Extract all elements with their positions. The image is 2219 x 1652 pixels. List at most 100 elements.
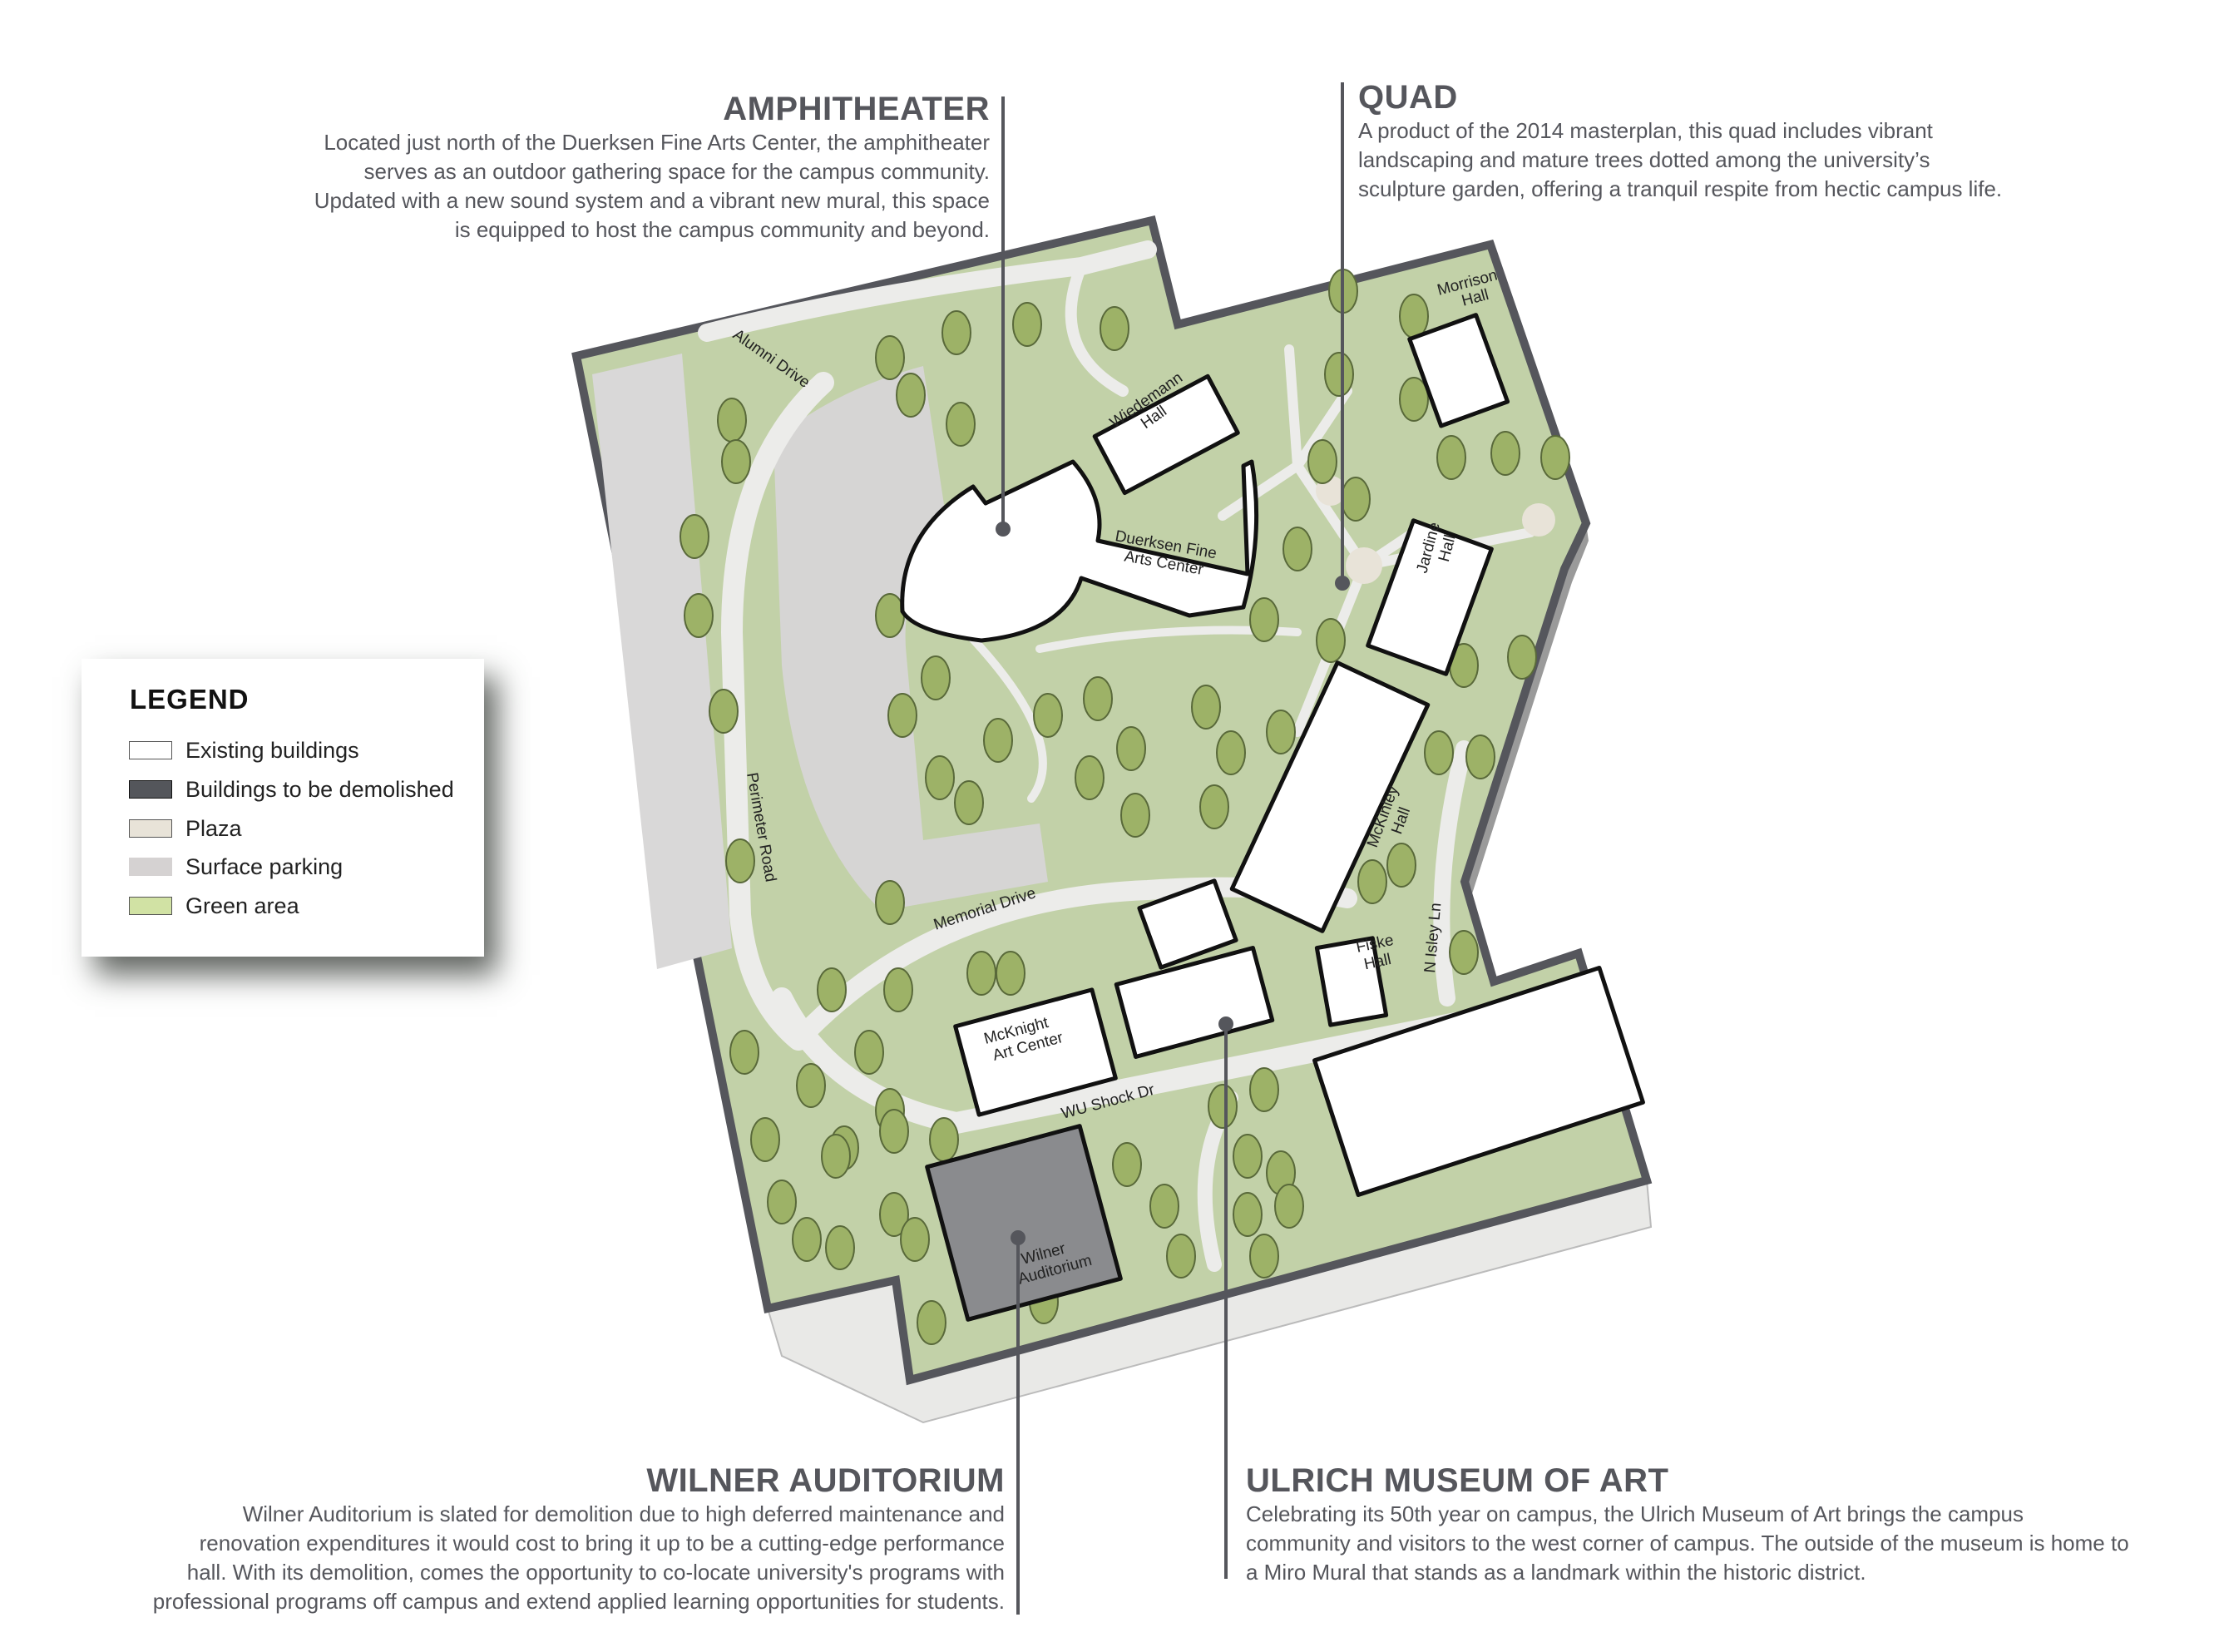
legend-label: Surface parking [185,853,343,879]
callout-line: Wilner Auditorium is slated for demoliti… [242,1501,1005,1526]
tree-icon [1166,1234,1196,1279]
callout-line: hall. With its demolition, comes the opp… [186,1560,1005,1585]
callout-line: landscaping and mature trees dotted amon… [1358,147,1930,172]
tree-icon [1149,1184,1179,1229]
legend-title: LEGEND [130,684,250,715]
tree-icon [879,1192,909,1237]
tree-icon [1216,730,1246,775]
callout-title: ULRICH MUSEUM OF ART [1246,1462,1669,1499]
tree-icon [1120,793,1150,838]
tree-icon [1449,930,1479,975]
callout-title: AMPHITHEATER [723,91,990,127]
tree-icon [684,593,714,638]
building-mcknight-art-center [953,987,1118,1117]
tree-icon [879,1109,909,1154]
legend-item-plaza: Plaza [129,812,242,845]
tree-icon [821,1134,851,1179]
tree-icon [1199,784,1229,829]
tree-icon [1386,843,1416,888]
tree-icon [954,780,984,825]
tree-icon [1274,1184,1304,1229]
callout-line: community and visitors to the west corne… [1246,1531,2129,1556]
building-morrison-hall [1407,313,1510,428]
tree-icon [1357,859,1387,904]
callout-line: professional programs off campus and ext… [152,1589,1005,1614]
callout-line: Celebrating its 50th year on campus, the… [1246,1501,2024,1526]
tree-icon [896,373,926,418]
tree-icon [917,1300,946,1345]
tree-icon [1112,1142,1142,1187]
callout-ulrich-museum: ULRICH MUSEUM OF ART Celebrating its 50t… [1246,1462,2186,1587]
tree-icon [1282,527,1312,571]
buildings [900,313,1645,1322]
tree-icon [887,693,917,738]
tree-icon [1399,377,1429,422]
tree-icon [921,655,951,700]
callout-title: WILNER AUDITORIUM [646,1462,1005,1499]
legend-label: Buildings to be demolished [185,776,454,802]
tree-icon [1249,1234,1279,1279]
tree-icon [1012,302,1042,347]
tree-icon [925,755,955,800]
tree-icon [729,1030,759,1075]
tree-icon [1266,710,1296,754]
tree-icon [721,439,751,484]
tree-icon [929,1117,959,1162]
callout-line: A product of the 2014 masterplan, this q… [1358,118,1933,143]
tree-icon [996,951,1025,996]
leader-lines [996,82,1350,1615]
surface-parking-main [773,366,1048,911]
tree-icon [825,1225,855,1270]
building-jardine-hall [1366,518,1494,676]
tree-icon [796,1063,826,1108]
tree-icon [941,310,971,355]
tree-icon [1100,306,1129,351]
callout-line: sculpture garden, offering a tranquil re… [1358,176,2003,201]
tree-icon [1033,693,1063,738]
trees [680,269,1570,1345]
tree-icon [966,951,996,996]
building-ulrich-museum [1312,966,1645,1197]
tree-icon [1116,726,1146,771]
building-plaza-pavilion [1137,878,1238,970]
tree-icon [817,967,847,1012]
tree-icon [792,1217,822,1262]
callout-quad: QUAD A product of the 2014 masterplan, t… [1358,78,2107,204]
legend-swatch [129,858,172,876]
legend-label: Green area [185,893,299,918]
tree-icon [1490,431,1520,476]
tree-icon [1249,597,1279,642]
legend-swatch [129,819,172,838]
legend-swatch [129,780,172,799]
tree-icon [854,1030,884,1075]
tree-icon [1233,1134,1263,1179]
label-fiske: FiskeHall [1355,932,1399,975]
tree-icon [1208,1084,1238,1129]
tree-icon [1507,635,1537,680]
building-fiske-hall [1314,936,1389,1027]
tree-icon [875,335,905,380]
tree-icon [1191,685,1221,730]
callout-wilner-auditorium: WILNER AUDITORIUM Wilner Auditorium is s… [125,1462,1005,1616]
building-duerksen-fine-arts-center [900,459,1259,643]
building-wiedemann-hall [1092,373,1240,496]
callout-line: Located just north of the Duerksen Fine … [324,130,990,155]
callout-line: serves as an outdoor gathering space for… [363,159,990,184]
surface-parking-west [592,354,732,969]
tree-icon [725,838,755,883]
tree-icon [1424,730,1454,775]
tree-icon [875,593,905,638]
tree-icon [946,402,976,447]
tree-icon [1324,352,1354,397]
callout-line: a Miro Mural that stands as a landmark w… [1246,1560,1866,1585]
tree-icon [1540,435,1570,480]
tree-icon [680,514,709,559]
tree-icon [1465,734,1495,779]
tree-icon [1249,1067,1279,1112]
legend-item-green-area: Green area [129,889,299,922]
tree-icon [750,1117,780,1162]
tree-icon [1307,439,1337,484]
building-central-complex [1114,946,1275,1059]
legend-item-demolished: Buildings to be demolished [129,773,454,806]
